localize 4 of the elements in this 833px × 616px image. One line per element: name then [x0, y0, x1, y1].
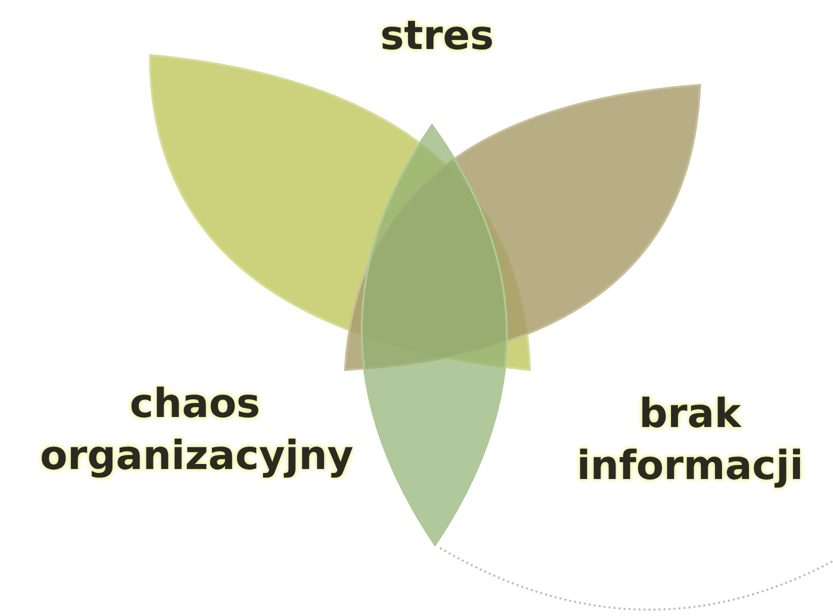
- category-label: stres: [379, 12, 495, 61]
- leaf-shape: [360, 124, 508, 546]
- category-label: chaos organizacyjny: [40, 380, 350, 481]
- category-label: brak informacji: [576, 390, 804, 491]
